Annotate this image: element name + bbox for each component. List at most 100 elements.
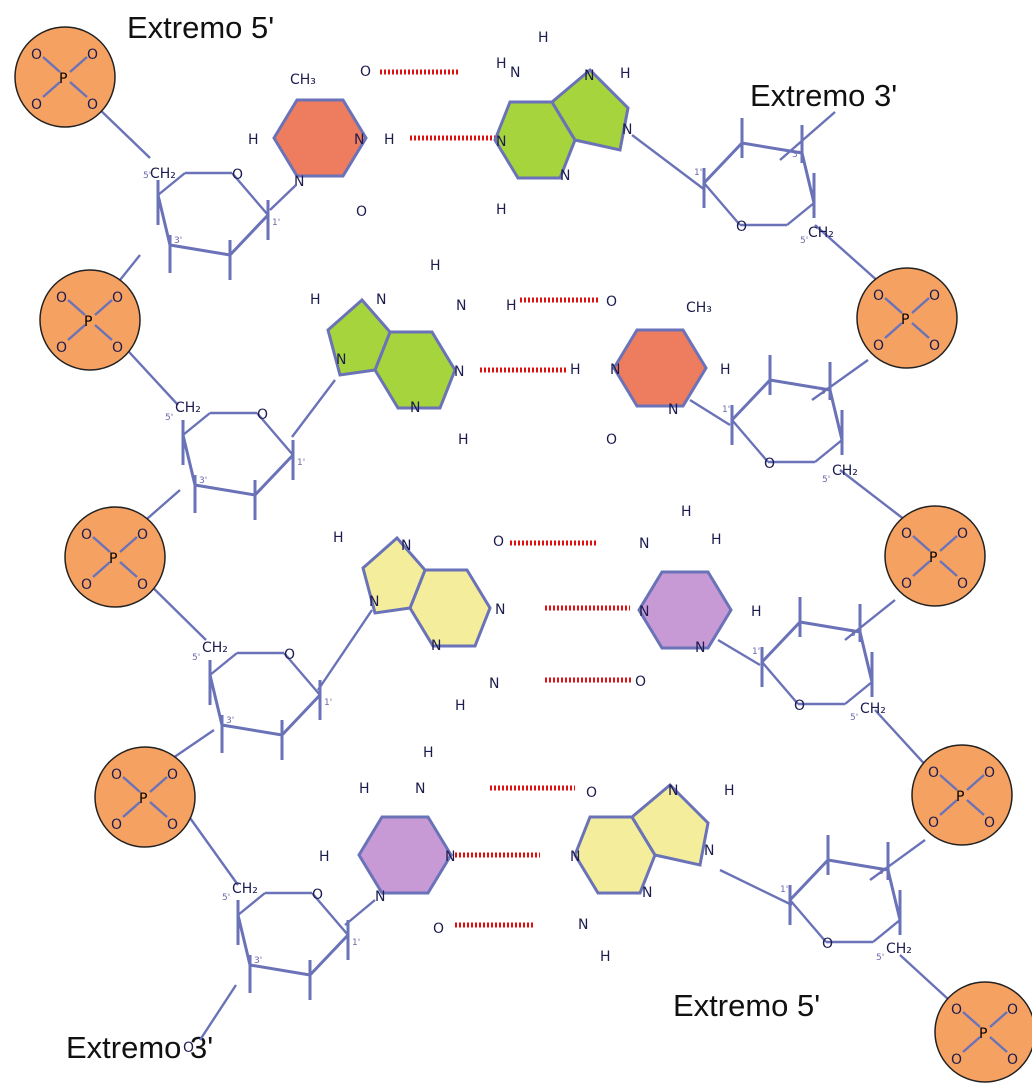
svg-text:O: O: [433, 921, 444, 937]
svg-text:N: N: [410, 400, 420, 416]
phosphate-left-3: [63, 505, 167, 609]
svg-text:N: N: [610, 362, 620, 378]
svg-text:O: O: [606, 432, 617, 448]
svg-text:CH₂: CH₂: [175, 400, 201, 416]
svg-text:5': 5': [876, 953, 884, 963]
svg-text:H: H: [423, 745, 434, 761]
svg-text:H: H: [711, 532, 722, 548]
deoxyribose-1: [156, 165, 282, 282]
deoxyribose-5: [208, 645, 334, 762]
svg-text:H: H: [496, 202, 507, 218]
svg-text:H: H: [359, 781, 370, 797]
svg-text:H: H: [751, 604, 762, 620]
deoxyribose-4: [720, 353, 844, 474]
svg-text:H: H: [458, 432, 469, 448]
svg-text:N: N: [560, 168, 570, 184]
svg-text:5': 5': [222, 893, 230, 903]
svg-text:N: N: [578, 917, 588, 933]
svg-text:5': 5': [800, 236, 808, 246]
svg-text:5': 5': [822, 475, 830, 485]
svg-text:H: H: [319, 849, 330, 865]
svg-text:N: N: [336, 352, 346, 368]
cytosine-3: N H H H N N O: [635, 504, 762, 690]
svg-text:H: H: [430, 258, 441, 274]
label-5prime-top: Extremo 5': [127, 10, 275, 45]
svg-text:O: O: [183, 1040, 194, 1056]
svg-text:N: N: [415, 781, 425, 797]
svg-text:N: N: [570, 849, 580, 865]
svg-text:H: H: [310, 292, 321, 308]
svg-text:H: H: [570, 362, 581, 378]
svg-text:N: N: [584, 68, 594, 84]
base-pair-3: H N N O N N N H N H H H N N O: [333, 504, 762, 714]
svg-text:CH₂: CH₂: [832, 463, 858, 479]
deoxyribose-3: [181, 405, 307, 522]
svg-text:N: N: [639, 536, 649, 552]
svg-text:CH₂: CH₂: [150, 166, 176, 182]
svg-text:N: N: [375, 889, 385, 905]
svg-text:5': 5': [165, 413, 173, 423]
glycosidic-bonds: [269, 134, 793, 926]
phosphate-right-4: [933, 980, 1032, 1083]
label-3prime-bottom: Extremo 3': [66, 1030, 214, 1065]
svg-text:5': 5': [192, 653, 200, 663]
svg-text:H: H: [506, 298, 517, 314]
svg-text:CH₂: CH₂: [232, 881, 258, 897]
deoxyribose-6: [750, 595, 874, 716]
phosphate-left-2: [38, 268, 142, 372]
svg-text:N: N: [495, 602, 505, 618]
svg-text:N: N: [489, 676, 499, 692]
phosphate-right-1: [855, 266, 959, 370]
svg-text:5': 5': [143, 171, 151, 181]
thymine-1: CH₃ N N H O O H: [248, 64, 395, 220]
svg-text:N: N: [668, 402, 678, 418]
svg-text:N: N: [376, 292, 386, 308]
phosphate-left-1: [13, 25, 117, 129]
svg-text:H: H: [496, 56, 507, 72]
svg-text:H: H: [333, 530, 344, 546]
right-backbone: 5' CH₂ 5' CH₂ 5' CH₂ 5' CH₂: [779, 111, 961, 1011]
label-5prime-bottom: Extremo 5': [673, 988, 821, 1023]
svg-text:CH₂: CH₂: [886, 941, 912, 957]
svg-text:O: O: [635, 674, 646, 690]
svg-text:O: O: [606, 294, 617, 310]
svg-text:N: N: [354, 132, 364, 148]
svg-text:O: O: [360, 64, 371, 80]
svg-text:CH₂: CH₂: [860, 701, 886, 717]
svg-text:N: N: [622, 122, 632, 138]
svg-text:CH₂: CH₂: [808, 225, 834, 241]
svg-text:H: H: [620, 66, 631, 82]
phosphate-left-4: [93, 745, 197, 849]
svg-text:N: N: [639, 604, 649, 620]
deoxyribose-7: [236, 885, 362, 1002]
svg-text:O: O: [586, 785, 597, 801]
svg-text:N: N: [496, 134, 506, 150]
svg-text:O: O: [356, 204, 367, 220]
svg-text:H: H: [720, 362, 731, 378]
phosphate-right-2: [883, 504, 987, 608]
svg-text:CH₂: CH₂: [202, 640, 228, 656]
svg-text:N: N: [294, 174, 304, 190]
phosphate-right-3: [910, 743, 1014, 847]
svg-text:N: N: [456, 298, 466, 314]
svg-text:H: H: [248, 132, 259, 148]
deoxyribose-8: [778, 833, 902, 954]
deoxyribose-2: [692, 116, 816, 237]
svg-text:N: N: [369, 594, 379, 610]
svg-text:N: N: [431, 638, 441, 654]
adenine-2: H N N N N N H H H: [310, 258, 517, 448]
svg-text:CH₃: CH₃: [290, 72, 316, 88]
svg-text:N: N: [704, 843, 714, 859]
guanine-3: H N N O N N N H: [333, 530, 505, 714]
cytosine-4: N H H H N N O: [319, 745, 455, 937]
svg-text:H: H: [600, 949, 611, 965]
svg-text:N: N: [401, 538, 411, 554]
svg-text:N: N: [510, 65, 520, 81]
svg-text:H: H: [681, 504, 692, 520]
svg-text:H: H: [455, 698, 466, 714]
thymine-2: CH₃ O N H H N O: [570, 294, 731, 448]
svg-text:O: O: [493, 534, 504, 550]
svg-text:CH₃: CH₃: [686, 300, 712, 316]
svg-text:5': 5': [850, 713, 858, 723]
